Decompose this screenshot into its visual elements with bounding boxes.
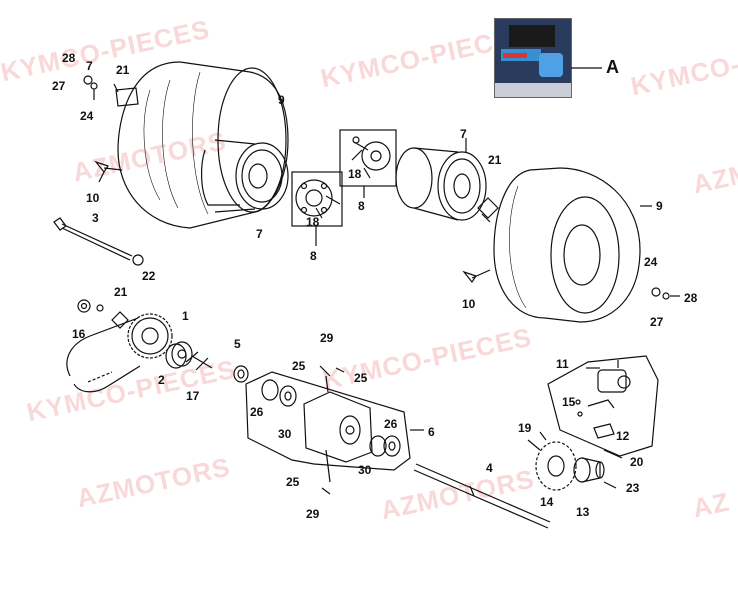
callout-label: 25 [354,371,368,385]
sprocket-icon [127,313,173,359]
callout-label: 18 [306,215,320,229]
callout-label: 29 [320,331,334,345]
nut-icon [83,75,98,100]
kit-package-icon [494,18,572,98]
callout-label: 25 [286,475,300,489]
callout-label: 9 [278,93,285,107]
axle-icon [413,463,551,529]
callout-label: 30 [358,463,372,477]
callout-label: 7 [86,59,93,73]
hub-icon [165,341,193,369]
callout-label: 28 [62,51,76,65]
hub-icon [573,457,605,483]
callout-label: 11 [556,357,569,371]
callout-label: 15 [562,395,576,409]
callout-label: 12 [616,429,630,443]
callout-label: 8 [358,199,365,213]
callout-label: 21 [116,63,130,77]
hub-icon [291,171,343,227]
rim-icon [201,139,289,213]
callout-label: 19 [518,421,532,435]
valve-icon [462,269,491,284]
callout-label: 10 [462,297,476,311]
callout-label: 4 [486,461,493,475]
callout-label: 7 [460,127,467,141]
brake-disc-icon [535,441,577,491]
callout-label: A [606,57,619,77]
callout-label: 26 [384,417,398,431]
callout-label: 18 [348,167,362,181]
callout-label: 26 [250,405,264,419]
callout-label: 16 [72,327,86,341]
callout-label: 2 [158,373,165,387]
callout-label: 3 [92,211,99,225]
callout-label: 29 [306,507,320,521]
callout-label: 30 [278,427,292,441]
bolt-icon [185,351,213,371]
chain-icon [66,317,141,393]
tire-icon [117,61,289,229]
hub-icon [339,129,397,187]
valve-icon [94,160,123,174]
tire-icon [493,167,641,323]
caliper-icon [575,360,631,439]
bearing-icon [261,379,297,407]
callout-label: 28 [684,291,698,305]
callout-label: 5 [234,337,241,351]
callout-label: 8 [310,249,317,263]
bearing-icon [369,435,401,457]
rim-icon [395,147,487,221]
callout-label: 21 [114,285,128,299]
callout-label: 27 [650,315,664,329]
bearing-icon [233,365,249,383]
axle-icon [53,217,144,266]
bolt-icon [319,365,345,495]
callout-label: 24 [80,109,94,123]
bolt-icon [477,197,499,223]
callout-label: 24 [644,255,658,269]
callout-label: 7 [256,227,263,241]
callout-label: 6 [428,425,435,439]
bolt-icon [527,431,623,489]
bolt-icon [111,311,129,329]
nut-icon [77,299,104,313]
callout-label: 25 [292,359,306,373]
callout-label: 14 [540,495,554,509]
callout-label: 22 [142,269,156,283]
callout-label: 27 [52,79,66,93]
callout-label: 9 [656,199,663,213]
callout-label: 1 [182,309,189,323]
callout-label: 23 [626,481,640,495]
nut-icon [651,287,680,300]
callout-label: 17 [186,389,200,403]
callout-label: 20 [630,455,644,469]
callout-label: 21 [488,153,502,167]
callout-label: 10 [86,191,100,205]
callout-label: 13 [576,505,590,519]
bolt-icon [113,83,139,107]
